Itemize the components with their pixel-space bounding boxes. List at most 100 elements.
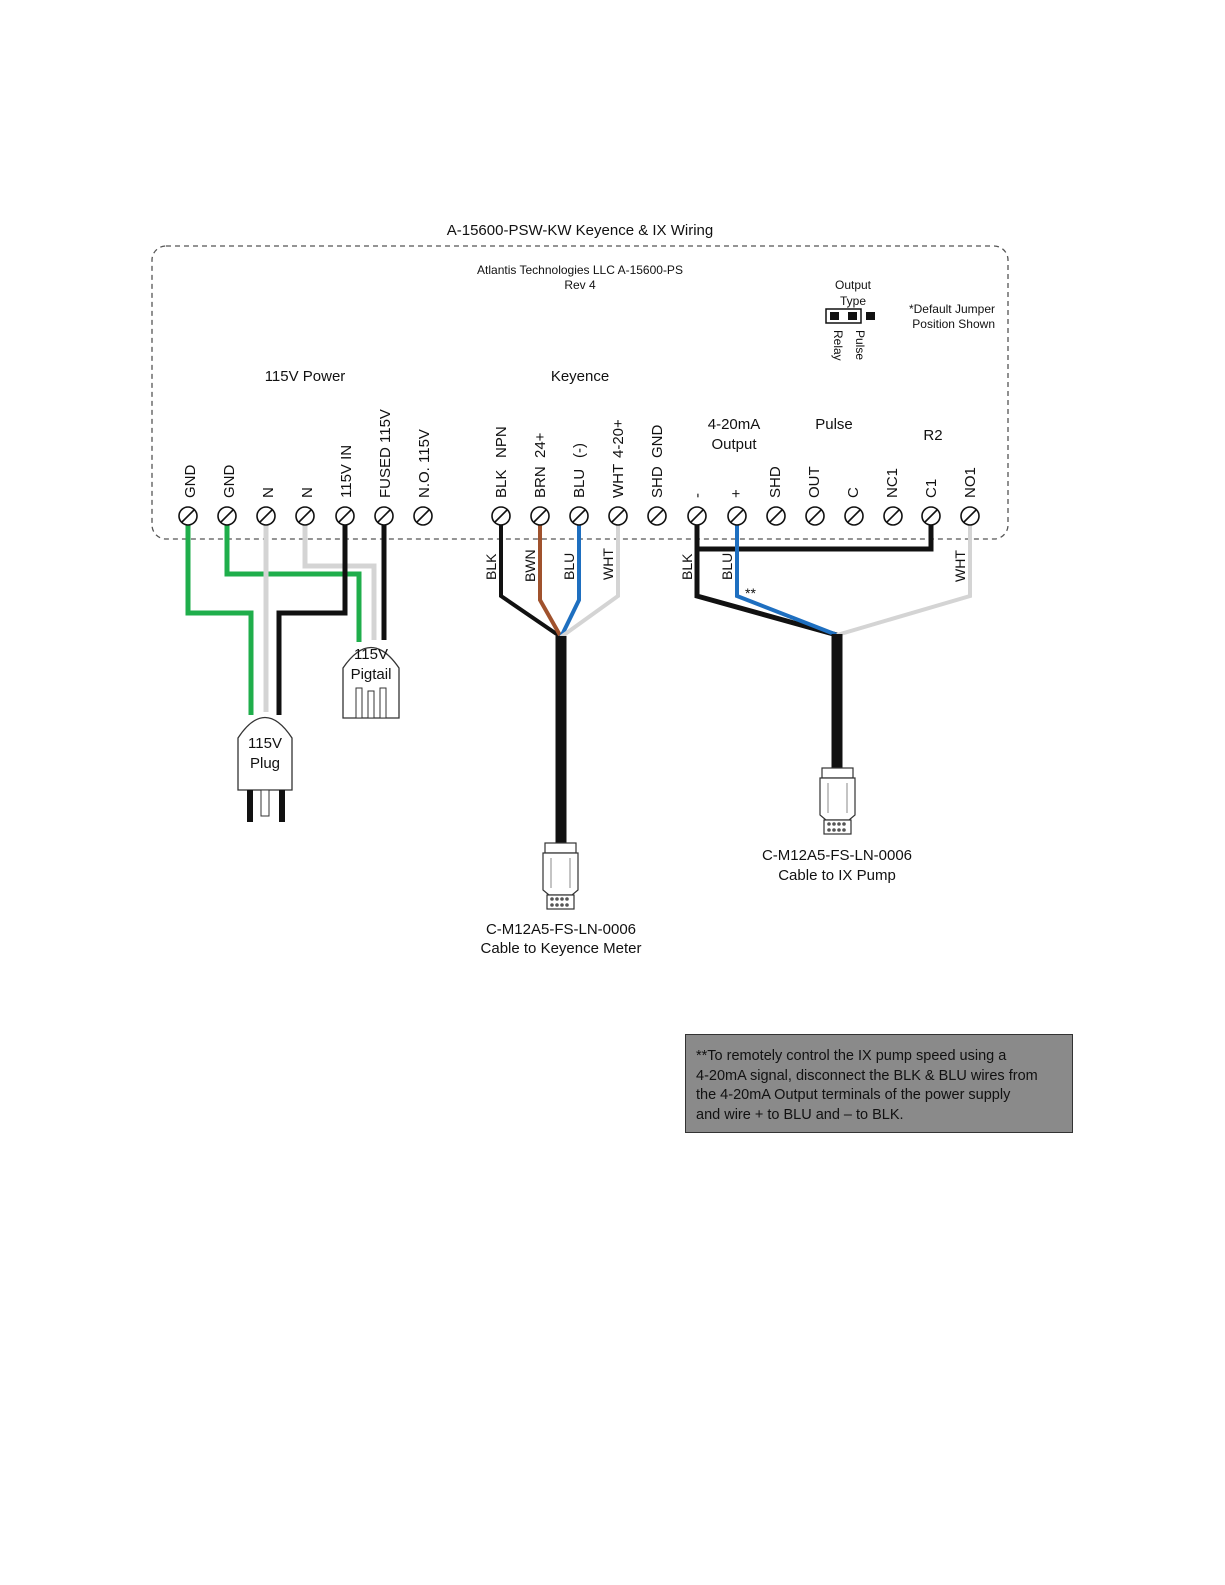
terminal-screw-1 bbox=[178, 506, 198, 526]
terminal-screw-13 bbox=[687, 506, 707, 526]
terminal-label-n-2: N bbox=[299, 487, 316, 498]
terminal-screw-18 bbox=[883, 506, 903, 526]
wire-n2-to-pigtail bbox=[302, 516, 377, 640]
jumper-pulse-label: Pulse bbox=[853, 330, 867, 360]
wire-keyence-wht bbox=[559, 516, 620, 639]
terminal-screw-4 bbox=[295, 506, 315, 526]
note-line-2: 4-20mA signal, disconnect the BLK & BLU … bbox=[696, 1067, 1038, 1084]
terminal-label-output-minus: - bbox=[689, 493, 706, 498]
terminal-screw-7 bbox=[413, 506, 433, 526]
terminal-screw-3 bbox=[256, 506, 276, 526]
ix-cable-part: C-M12A5-FS-LN-0006 bbox=[762, 847, 912, 864]
section-keyence: Keyence bbox=[551, 368, 609, 385]
wire-gnd2-to-pigtail bbox=[224, 516, 362, 642]
ix-wire-label-blk: BLK bbox=[679, 553, 695, 580]
wire-label-blk: BLK bbox=[483, 553, 499, 580]
note-line-1: **To remotely control the IX pump speed … bbox=[696, 1048, 1007, 1064]
terminal-label-blu: BLU bbox=[571, 469, 588, 498]
terminal-label-output-plus: + bbox=[728, 489, 745, 498]
keyence-cable-desc: Cable to Keyence Meter bbox=[481, 940, 642, 957]
terminal-label-blk: BLK bbox=[493, 470, 510, 498]
terminal-screw-10 bbox=[569, 506, 589, 526]
terminal-screws bbox=[178, 506, 980, 526]
terminal-screw-16 bbox=[805, 506, 825, 526]
jumper-note-2: Position Shown bbox=[912, 317, 995, 331]
jumper-relay-label: Relay bbox=[831, 330, 845, 361]
terminal-screw-5 bbox=[335, 506, 355, 526]
output-type-label: Output bbox=[835, 278, 872, 292]
ix-wire-label-wht: WHT bbox=[952, 550, 968, 582]
terminal-screw-15 bbox=[766, 506, 786, 526]
wire-ix-wht bbox=[836, 516, 972, 637]
section-115v-power: 115V Power bbox=[265, 368, 346, 385]
pigtail-label-2: Pigtail bbox=[351, 666, 392, 683]
terminal-screw-8 bbox=[491, 506, 511, 526]
output-type-label-2: Type bbox=[840, 294, 866, 308]
keyence-cable-part: C-M12A5-FS-LN-0006 bbox=[486, 921, 636, 938]
terminal-label-gnd-1: GND bbox=[182, 465, 199, 499]
terminal-label-n-1: N bbox=[260, 487, 277, 498]
ix-m12-connector bbox=[819, 767, 856, 835]
terminal-label-4-20plus: 4-20+ bbox=[610, 419, 627, 458]
jumper-note: *Default Jumper bbox=[909, 302, 995, 316]
pigtail-connector bbox=[342, 646, 400, 719]
keyence-wire-labels: BLK BWN BLU WHT bbox=[483, 548, 616, 582]
note-line-4: and wire + to BLU and – to BLK. bbox=[696, 1106, 904, 1123]
terminal-screw-17 bbox=[844, 506, 864, 526]
power-wires bbox=[185, 516, 387, 715]
section-pulse: Pulse bbox=[815, 416, 853, 433]
wire-label-bwn: BWN bbox=[522, 549, 538, 582]
section-r2: R2 bbox=[923, 427, 942, 444]
wire-ix-blu bbox=[735, 516, 838, 637]
plug-connector bbox=[237, 716, 293, 822]
terminal-label-gnd-keyence: GND bbox=[649, 425, 666, 459]
jumper-block bbox=[825, 308, 875, 324]
pigtail-label: 115V bbox=[354, 646, 388, 663]
note-box: **To remotely control the IX pump speed … bbox=[685, 1034, 1073, 1133]
terminal-labels: GND GND N N 115V IN FUSED 115V N.O. 115V… bbox=[182, 409, 979, 498]
terminal-label-24plus: 24+ bbox=[532, 432, 549, 458]
wire-keyence-blu bbox=[559, 516, 581, 638]
terminal-screw-19 bbox=[921, 506, 941, 526]
ix-cable-desc: Cable to IX Pump bbox=[778, 867, 896, 884]
terminal-label-pulse-c: C bbox=[845, 487, 862, 498]
note-line-3: the 4-20mA Output terminals of the power… bbox=[696, 1087, 1011, 1103]
wire-115v-in-to-plug bbox=[276, 516, 348, 715]
wire-label-blu: BLU bbox=[561, 553, 577, 580]
keyence-wires bbox=[499, 516, 620, 845]
ix-wire-label-blu: BLU bbox=[719, 553, 735, 580]
terminal-label-pulse-out: OUT bbox=[806, 466, 823, 498]
terminal-label-pulse-shd: SHD bbox=[767, 466, 784, 498]
board-rev: Rev 4 bbox=[564, 278, 596, 292]
terminal-screw-9 bbox=[530, 506, 550, 526]
terminal-screw-20 bbox=[960, 506, 980, 526]
wire-keyence-blk bbox=[499, 516, 563, 639]
wire-keyence-brn bbox=[538, 516, 563, 638]
terminal-screw-12 bbox=[647, 506, 667, 526]
terminal-screw-14 bbox=[727, 506, 747, 526]
section-4-20ma-output: 4-20mA bbox=[708, 416, 761, 433]
wire-ix-blk bbox=[694, 549, 838, 638]
wire-gnd1-to-plug bbox=[185, 516, 254, 715]
terminal-label-fused-115v: FUSED 115V bbox=[377, 409, 394, 498]
terminal-label-nc1: NC1 bbox=[884, 468, 901, 498]
ix-wire-labels: BLK BLU WHT ** bbox=[679, 550, 968, 601]
ix-wire-mark: ** bbox=[745, 585, 756, 601]
section-4-20ma-output-2: Output bbox=[711, 436, 757, 453]
ix-wires bbox=[694, 516, 972, 770]
terminal-screw-2 bbox=[217, 506, 237, 526]
board-name: Atlantis Technologies LLC A-15600-PS bbox=[477, 263, 683, 277]
wire-ix-relay-jumper bbox=[694, 516, 934, 552]
terminal-label-115v-in: 115V IN bbox=[338, 445, 355, 498]
terminal-label-c1: C1 bbox=[923, 479, 940, 498]
plug-label: 115V bbox=[248, 735, 282, 752]
terminal-label-gnd-2: GND bbox=[221, 465, 238, 499]
terminal-label-shd: SHD bbox=[649, 466, 666, 498]
terminal-label-minus: (-) bbox=[571, 443, 588, 458]
terminal-label-npn: NPN bbox=[493, 426, 510, 458]
terminal-screw-6 bbox=[374, 506, 394, 526]
diagram-title: A-15600-PSW-KW Keyence & IX Wiring bbox=[447, 222, 713, 239]
terminal-label-wht: WHT bbox=[610, 464, 627, 498]
terminal-label-no-115v: N.O. 115V bbox=[416, 429, 433, 498]
plug-label-2: Plug bbox=[250, 755, 280, 772]
